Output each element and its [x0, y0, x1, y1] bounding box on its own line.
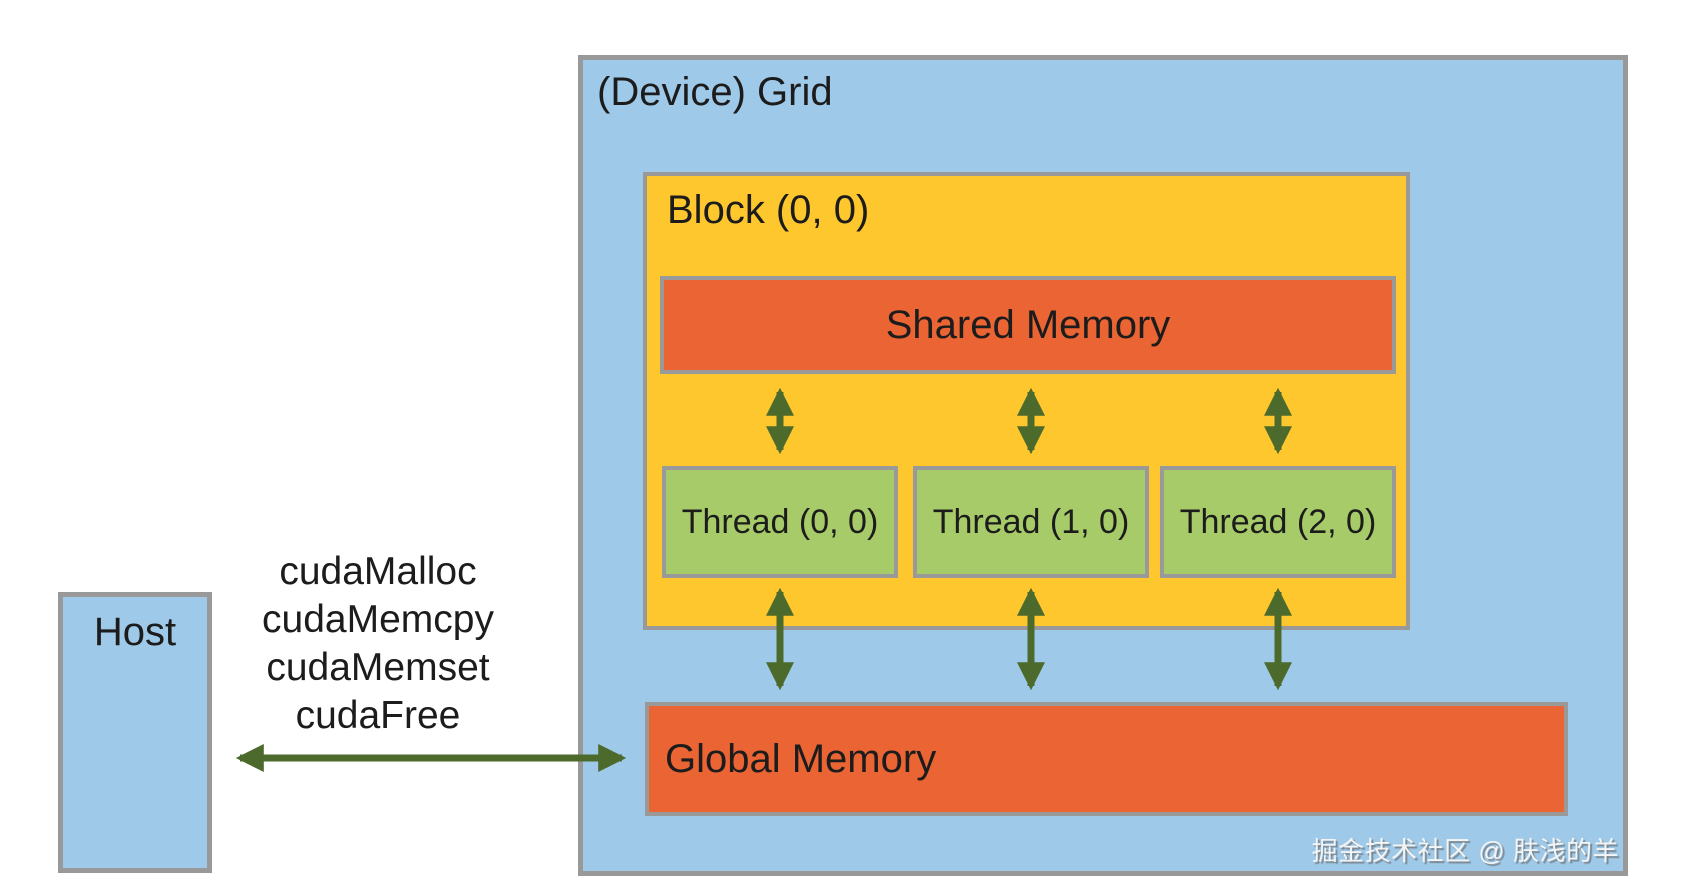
- thread-box-0: Thread (0, 0): [662, 466, 898, 578]
- host-box: Host: [58, 592, 212, 873]
- device-grid-label: (Device) Grid: [597, 70, 833, 114]
- watermark-text: 掘金技术社区 @ 肤浅的羊: [1311, 836, 1619, 866]
- global-memory-box: Global Memory: [645, 702, 1568, 816]
- thread-0-label: Thread (0, 0): [681, 502, 879, 541]
- thread-2-label: Thread (2, 0): [1179, 502, 1377, 541]
- block-label: Block (0, 0): [667, 188, 870, 232]
- shared-memory-label: Shared Memory: [885, 302, 1171, 347]
- shared-memory-box: Shared Memory: [660, 276, 1396, 374]
- global-memory-label: Global Memory: [665, 736, 937, 781]
- host-label: Host: [93, 610, 177, 654]
- api-call-cudamemcpy: cudaMemcpy: [262, 598, 494, 641]
- thread-box-2: Thread (2, 0): [1160, 466, 1396, 578]
- api-call-cudamalloc: cudaMalloc: [279, 550, 477, 593]
- thread-box-1: Thread (1, 0): [913, 466, 1149, 578]
- thread-1-label: Thread (1, 0): [932, 502, 1130, 541]
- api-call-cudafree: cudaFree: [295, 694, 461, 737]
- cuda-api-calls: cudaMalloc cudaMemcpy cudaMemset cudaFre…: [208, 548, 548, 740]
- api-call-cudamemset: cudaMemset: [266, 646, 490, 689]
- device-grid-box: (Device) Grid Block (0, 0) Shared Memory…: [578, 55, 1628, 876]
- block-box: Block (0, 0) Shared Memory Thread (0, 0)…: [643, 172, 1410, 630]
